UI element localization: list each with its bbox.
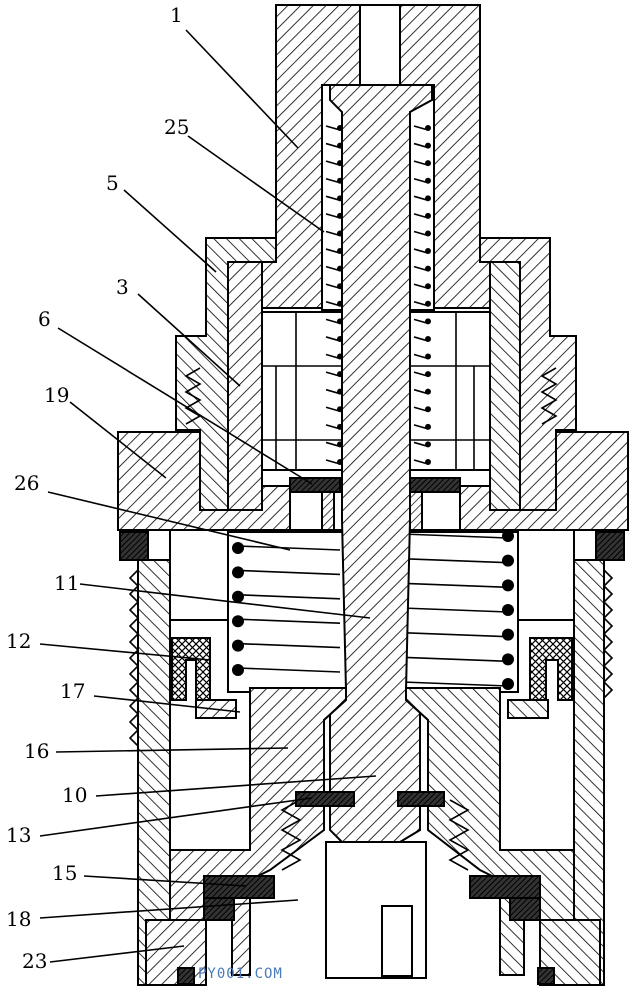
spring-coil-section: [425, 142, 431, 149]
spring-coil-section: [337, 248, 343, 255]
callout-17: 17: [60, 679, 85, 703]
spring-coil-section: [425, 230, 431, 237]
spring-coil-section: [502, 678, 514, 690]
spring-coil-section: [337, 371, 343, 378]
callout-12: 12: [6, 629, 31, 653]
spring-coil-section: [337, 142, 343, 149]
spring-coil-section: [337, 195, 343, 202]
bottom-gasket: [203, 875, 541, 921]
callout-23: 23: [22, 949, 47, 973]
spring-coil-section: [337, 300, 343, 307]
callout-26: 26: [14, 471, 39, 495]
spring-coil: [401, 631, 509, 638]
spring-coil-section: [232, 542, 244, 554]
spring-coil-section: [425, 125, 431, 131]
spring-coil-section: [425, 177, 431, 184]
callout-15: 15: [52, 861, 77, 885]
spring-coil-section: [232, 566, 244, 579]
spring-coil: [401, 557, 509, 564]
callout-3: 3: [116, 275, 129, 299]
callout-6: 6: [38, 307, 51, 331]
spring-coil-section: [502, 653, 514, 666]
spring-coil-section: [425, 371, 431, 378]
inner-sleeve-part: [227, 261, 521, 511]
spring-coil-section: [425, 212, 431, 219]
cup-seal-left: [171, 637, 237, 719]
spring-coil-section: [337, 423, 343, 430]
spring-coil-section: [425, 318, 431, 325]
callout-5: 5: [106, 171, 119, 195]
callout-1: 1: [170, 3, 183, 27]
spring-coil-section: [232, 664, 244, 676]
spring-coil-section: [425, 441, 431, 448]
spring-coil-section: [425, 406, 431, 413]
detent-spring-right: [540, 367, 558, 425]
spring-coil-section: [337, 406, 343, 413]
cup-seal-right: [507, 637, 573, 719]
spring-coil-section: [425, 160, 431, 167]
spring-coil-section: [337, 265, 343, 272]
spring-coil: [401, 681, 509, 687]
spring-coil-section: [337, 160, 343, 167]
spring-coil-section: [337, 441, 343, 448]
spring-coil-section: [502, 530, 514, 542]
spring-coil-section: [425, 195, 431, 202]
spring-coil: [237, 618, 341, 624]
spring-coil-section: [502, 579, 514, 592]
spring-coil: [401, 582, 509, 589]
spring-coil-section: [232, 615, 244, 628]
spring-coil-section: [337, 335, 343, 342]
spring-coil-section: [425, 300, 431, 307]
spring-coil: [401, 607, 509, 613]
callout-19: 19: [44, 383, 69, 407]
leader-lines: [39, 29, 377, 963]
spring-coil-section: [425, 248, 431, 255]
spring-coil-section: [502, 604, 514, 616]
spring-coil: [401, 533, 509, 539]
lower-housing-body: [119, 531, 625, 986]
spring-coil-section: [337, 125, 343, 131]
spring-seat-washer: [289, 477, 461, 531]
callout-18: 18: [6, 907, 31, 931]
spring-coil: [237, 545, 341, 551]
spring-coil-section: [425, 423, 431, 430]
callout-10: 10: [62, 783, 87, 807]
callout-labels: 1 25 5 3 6 19 26 11 12 17 16 10 13 15 18…: [6, 3, 189, 973]
spindle-spring: [325, 125, 431, 465]
callout-16: 16: [24, 739, 49, 763]
callout-11: 11: [54, 571, 79, 595]
base-ring-part: [145, 919, 601, 986]
spring-coil-section: [425, 265, 431, 272]
spring-coil-section: [502, 628, 514, 641]
callout-25: 25: [164, 115, 189, 139]
spring-coil-section: [232, 590, 244, 603]
spring-coil-section: [337, 318, 343, 325]
spring-coil-section: [337, 353, 343, 360]
spring-coil: [237, 569, 341, 576]
callout-13: 13: [6, 823, 31, 847]
spring-coil-section: [425, 283, 431, 290]
spring-coil: [237, 642, 341, 649]
main-compression-spring: [232, 530, 514, 690]
spring-coil: [237, 594, 341, 600]
ratchet-teeth: [280, 791, 470, 871]
spring-coil-section: [425, 335, 431, 342]
spring-coil-section: [425, 459, 431, 465]
spring-coil-section: [337, 388, 343, 395]
spring-coil-section: [232, 639, 244, 652]
spring-coil-section: [337, 212, 343, 219]
spring-coil-section: [337, 283, 343, 290]
spring-coil-section: [425, 353, 431, 360]
spring-coil-section: [337, 177, 343, 184]
spring-coil-section: [502, 554, 514, 567]
spring-coil: [401, 656, 509, 663]
spring-coil-section: [337, 230, 343, 237]
spring-coil: [237, 667, 341, 673]
spring-coil-section: [337, 459, 343, 465]
watermark: PY001.COM: [198, 966, 283, 982]
spring-coil-section: [425, 388, 431, 395]
